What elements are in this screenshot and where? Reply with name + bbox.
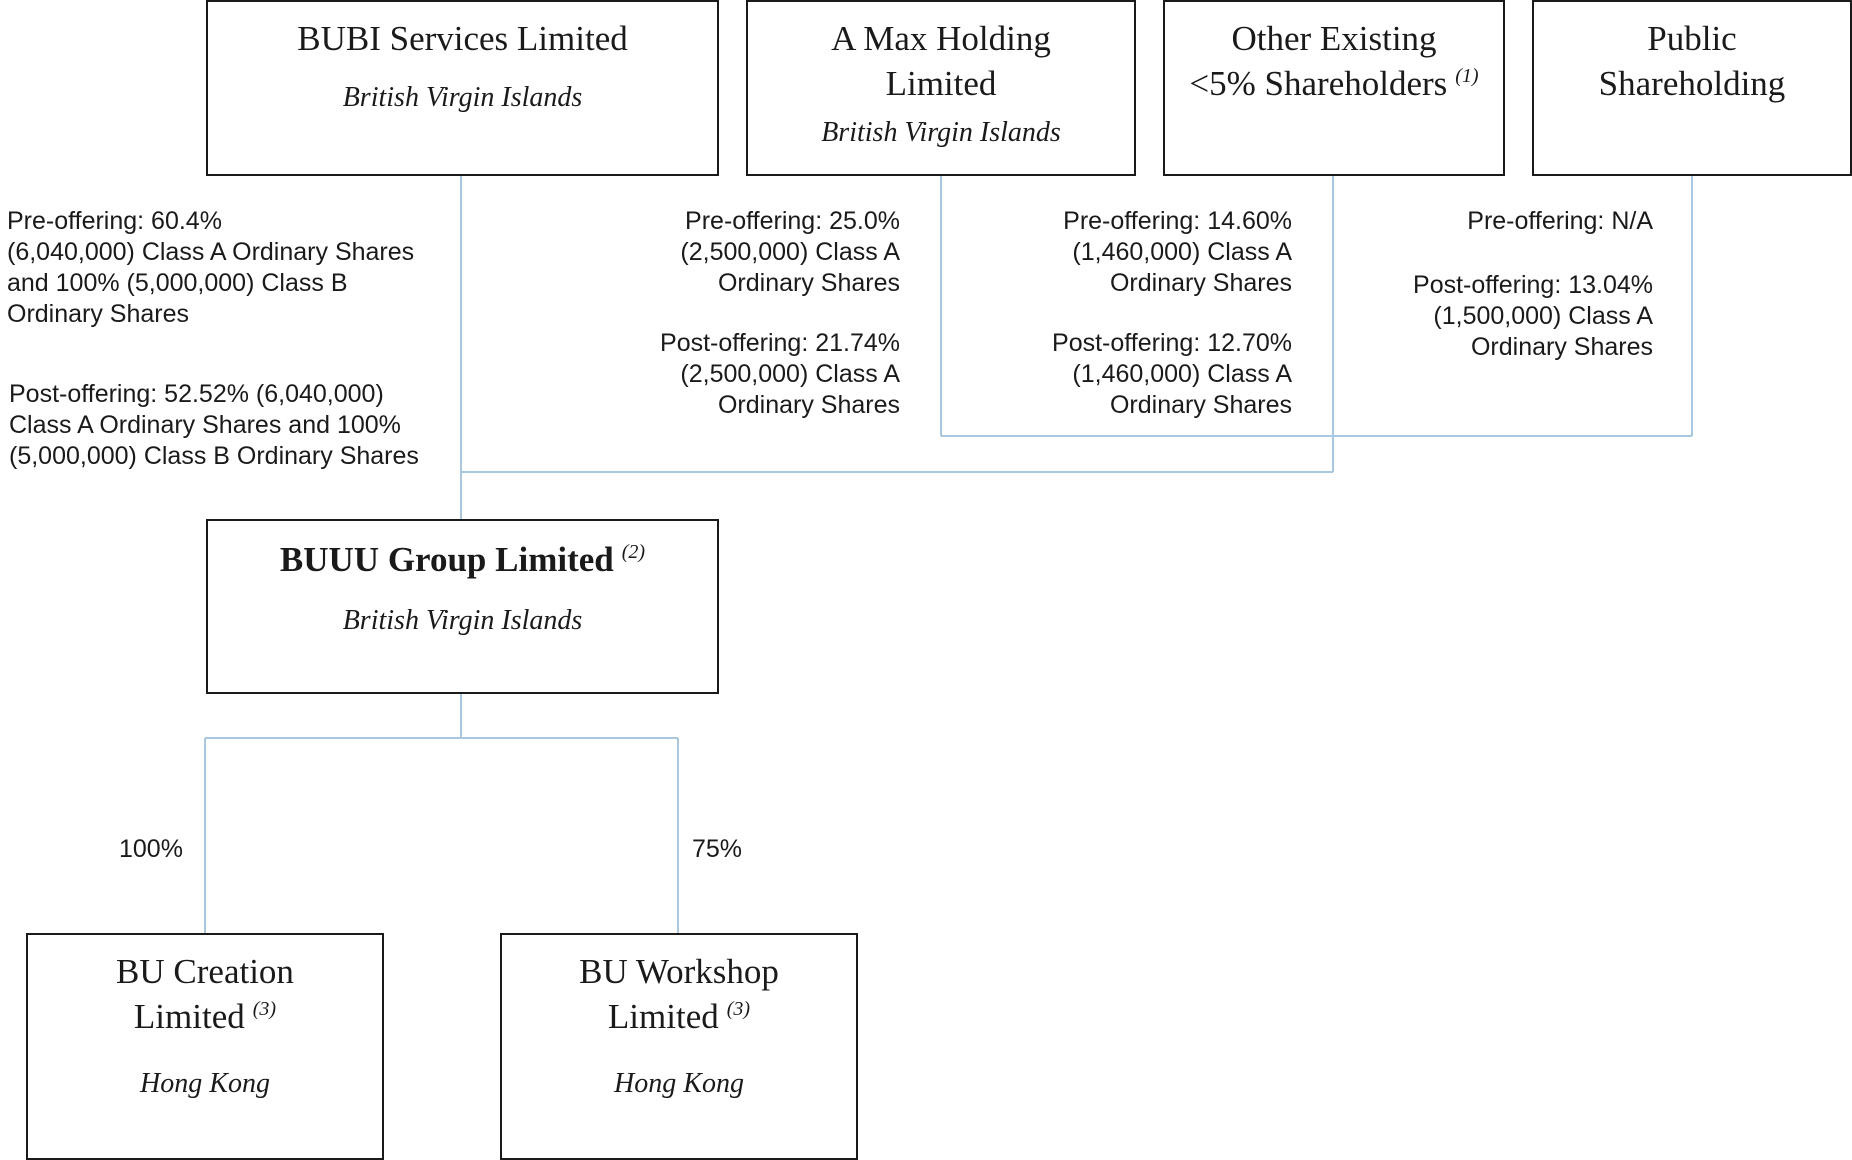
other-pre-line: (1,460,000) Class A: [1072, 238, 1292, 266]
bubi-pre-line: Pre-offering: 60.4%: [7, 207, 222, 235]
other-existing-name-line1: Other Existing: [1231, 19, 1437, 58]
bubi-post-line: (5,000,000) Class B Ordinary Shares: [9, 442, 419, 470]
amax-holding-name-line2: Limited: [885, 64, 997, 103]
bu-workshop-name-line2-wrap: Limited (3): [502, 994, 856, 1039]
bubi-services-box: BUBI Services Limited British Virgin Isl…: [206, 0, 719, 176]
amax-pre-line: (2,500,000) Class A: [680, 238, 900, 266]
bubi-services-jurisdiction: British Virgin Islands: [342, 82, 583, 113]
creation-ownership-pct: 100%: [119, 835, 183, 863]
public-shareholding-name-line1: Public: [1647, 19, 1737, 58]
bu-creation-box: BU Creation Limited (3) Hong Kong: [26, 933, 384, 1160]
bu-creation-note: (3): [252, 998, 277, 1021]
buuu-group-name: BUUU Group Limited: [279, 540, 614, 579]
amax-holding-jurisdiction: British Virgin Islands: [821, 117, 1061, 148]
bu-workshop-name-line1: BU Workshop: [579, 952, 779, 991]
other-pre-line: Pre-offering: 14.60%: [1063, 207, 1292, 235]
amax-pre-line: Pre-offering: 25.0%: [685, 207, 900, 235]
amax-post-line: (2,500,000) Class A: [680, 360, 900, 388]
amax-holding-box: A Max Holding Limited British Virgin Isl…: [746, 0, 1136, 176]
workshop-ownership-pct: 75%: [692, 835, 743, 863]
other-existing-name-line2-wrap: <5% Shareholders (1): [1165, 61, 1503, 106]
amax-post-line: Post-offering: 21.74%: [660, 329, 900, 357]
bubi-pre-line: Ordinary Shares: [7, 300, 190, 328]
bubi-post-line: Class A Ordinary Shares and 100%: [9, 411, 401, 439]
public-pre-offering-label: Pre-offering: N/A: [1467, 206, 1653, 237]
public-shareholding-name-line2: Shareholding: [1598, 64, 1786, 103]
other-pre-line: Ordinary Shares: [1109, 269, 1292, 297]
public-post-line: (1,500,000) Class A: [1433, 302, 1653, 330]
public-post-line: Post-offering: 13.04%: [1413, 271, 1653, 299]
bubi-services-name: BUBI Services Limited: [297, 19, 628, 58]
bubi-post-offering-label: Post-offering: 52.52% (6,040,000) Class …: [9, 379, 419, 472]
buuu-group-jurisdiction: British Virgin Islands: [342, 605, 583, 636]
other-post-line: Ordinary Shares: [1109, 391, 1292, 419]
amax-pre-line: Ordinary Shares: [717, 269, 900, 297]
amax-holding-name-line1: A Max Holding: [831, 19, 1051, 58]
other-existing-shareholders-box: Other Existing <5% Shareholders (1): [1163, 0, 1505, 176]
bu-creation-name-line2: Limited: [133, 997, 245, 1036]
public-post-line: Ordinary Shares: [1470, 333, 1653, 361]
public-shareholding-box: Public Shareholding: [1532, 0, 1852, 176]
bubi-post-line: Post-offering: 52.52% (6,040,000): [9, 380, 384, 408]
bubi-pre-offering-label: Pre-offering: 60.4% (6,040,000) Class A …: [7, 206, 414, 330]
bu-workshop-jurisdiction: Hong Kong: [614, 1068, 744, 1099]
bu-workshop-note: (3): [726, 998, 751, 1021]
bu-workshop-box: BU Workshop Limited (3) Hong Kong: [500, 933, 858, 1160]
bu-creation-name-line1: BU Creation: [116, 952, 294, 991]
bubi-pre-line: (6,040,000) Class A Ordinary Shares: [7, 238, 415, 266]
other-pre-offering-label: Pre-offering: 14.60% (1,460,000) Class A…: [1063, 206, 1292, 299]
amax-pre-offering-label: Pre-offering: 25.0% (2,500,000) Class A …: [680, 206, 900, 299]
bubi-pre-line: and 100% (5,000,000) Class B: [7, 269, 348, 297]
public-pre-line: Pre-offering: N/A: [1467, 207, 1653, 235]
other-post-line: Post-offering: 12.70%: [1052, 329, 1292, 357]
buuu-group-box: BUUU Group Limited (2) British Virgin Isl…: [206, 519, 719, 694]
amax-post-offering-label: Post-offering: 21.74% (2,500,000) Class …: [660, 328, 900, 421]
public-post-offering-label: Post-offering: 13.04% (1,500,000) Class …: [1413, 270, 1653, 363]
bu-creation-name-line2-wrap: Limited (3): [28, 994, 382, 1039]
amax-post-line: Ordinary Shares: [717, 391, 900, 419]
bu-workshop-name-line2: Limited: [607, 997, 719, 1036]
other-existing-note: (1): [1455, 65, 1479, 88]
buuu-group-note: (2): [621, 541, 646, 564]
other-post-line: (1,460,000) Class A: [1072, 360, 1292, 388]
buuu-group-name-wrap: BUUU Group Limited (2): [208, 537, 717, 582]
bu-creation-jurisdiction: Hong Kong: [140, 1068, 270, 1099]
other-post-offering-label: Post-offering: 12.70% (1,460,000) Class …: [1052, 328, 1292, 421]
other-existing-name-line2: <5% Shareholders: [1189, 64, 1448, 103]
